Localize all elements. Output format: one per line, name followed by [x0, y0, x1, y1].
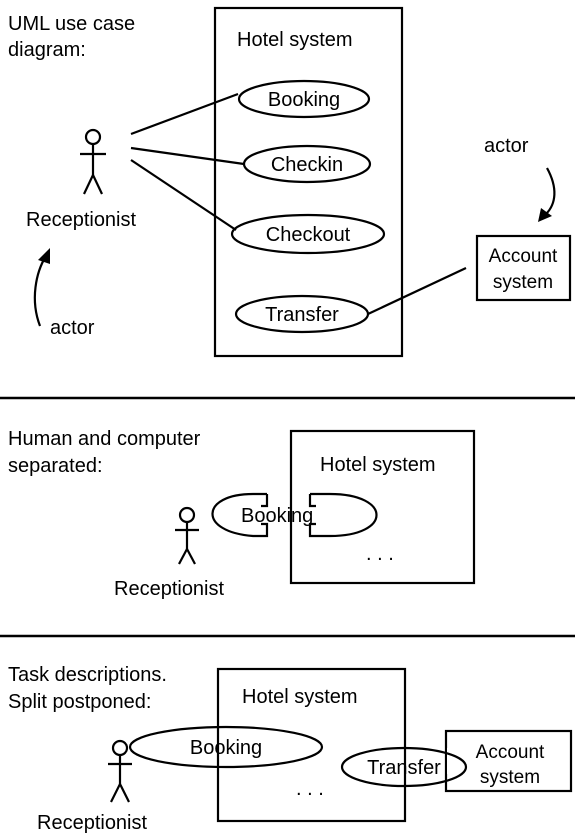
receptionist-actor-icon-2 [175, 506, 199, 565]
use-case-booking [237, 79, 371, 119]
use-case-checkout [230, 213, 386, 255]
use-case-booking-3 [128, 725, 324, 769]
booking-label-2: Booking [241, 505, 313, 527]
booking-computer-part [308, 492, 378, 538]
receptionist-label: Receptionist [26, 209, 137, 231]
use-case-booking-label-3: Booking [190, 737, 262, 759]
panel-task-descriptions: Task descriptions. Split postponed: Hote… [8, 664, 573, 834]
hotel-system-boundary [213, 6, 404, 358]
receptionist-actor-icon-3 [108, 739, 132, 803]
use-case-transfer-3 [340, 746, 468, 788]
assoc-checkin [130, 146, 245, 166]
receptionist-label-3: Receptionist [37, 812, 148, 834]
panel-uml-use-case: UML use case diagram: Hotel system Booki… [8, 6, 572, 358]
use-case-checkout-label: Checkout [266, 224, 351, 246]
account-system-line2-3: system [480, 767, 540, 788]
hotel-system-label-2: Hotel system [320, 454, 436, 476]
panel1-caption-line2: diagram: [8, 39, 86, 61]
hotel-system-label-3: Hotel system [242, 686, 358, 708]
assoc-checkout [130, 159, 237, 231]
hotel-system-label: Hotel system [237, 29, 353, 51]
assoc-transfer-account [367, 267, 467, 315]
hotel-system-boundary-2 [289, 429, 476, 585]
panel2-caption-line2: separated: [8, 455, 103, 477]
account-system-box-3 [444, 729, 573, 793]
panel3-caption-line1: Task descriptions. [8, 664, 167, 686]
actor-annotation-bottom: actor [50, 317, 95, 339]
actor-arrowhead-left-icon [38, 248, 50, 264]
use-case-transfer-label-3: Transfer [367, 757, 441, 779]
assoc-booking [130, 92, 239, 136]
panel1-caption-line1: UML use case [8, 13, 135, 35]
account-system-line1-3: Account [476, 742, 545, 763]
ellipsis-3: . . . [296, 778, 324, 800]
actor-arrow-left [33, 255, 47, 327]
actor-annotation-top: actor [484, 135, 529, 157]
account-system-box [475, 234, 572, 302]
account-system-line2: system [493, 272, 553, 293]
actor-arrowhead-right-icon [538, 208, 552, 222]
receptionist-label-2: Receptionist [114, 578, 225, 600]
hotel-system-boundary-3 [216, 667, 407, 823]
receptionist-actor-icon [80, 128, 106, 195]
account-system-line1: Account [489, 246, 558, 267]
panel3-caption-line2: Split postponed: [8, 691, 151, 713]
use-case-transfer-label: Transfer [265, 304, 339, 326]
booking-human-part [211, 492, 269, 538]
panel-human-computer-separated: Human and computer separated: Hotel syst… [8, 428, 476, 600]
panel2-caption-line1: Human and computer [8, 428, 201, 450]
ellipsis-2: . . . [366, 543, 394, 565]
use-case-booking-label: Booking [268, 89, 340, 111]
use-case-checkin-label: Checkin [271, 154, 343, 176]
actor-arrow-right [545, 167, 556, 215]
